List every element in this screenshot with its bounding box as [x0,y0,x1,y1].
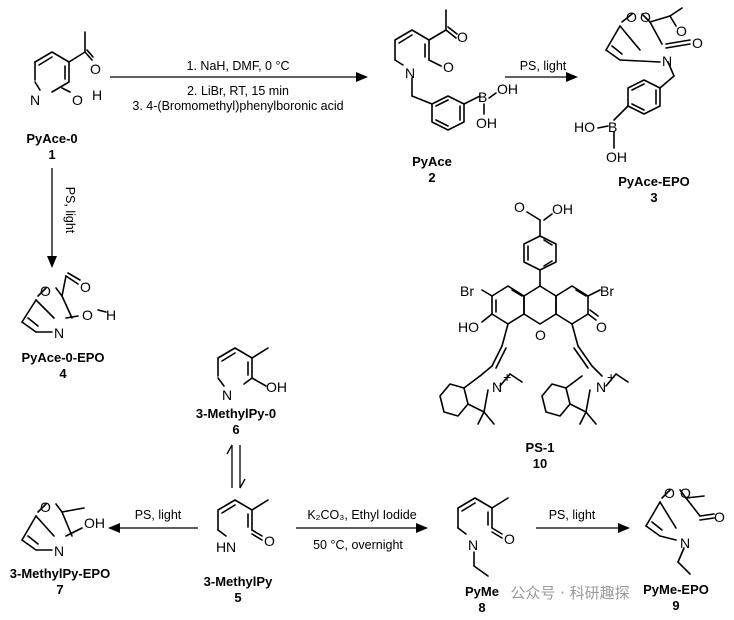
arrow-head [239,478,246,489]
compound-name: PyMe [465,584,499,599]
compound-number: 10 [533,456,547,471]
atom-n: N [30,92,40,108]
compound-number: 4 [59,366,67,381]
atom-ho: HO [574,119,595,135]
arrow-head [47,256,57,268]
atom-o: O [626,9,637,25]
atom-o: O [692,35,703,51]
atom-o: O [443,59,454,75]
compound-name: PS-1 [526,440,555,455]
atom-oh: OH [552,201,573,217]
compound-name: PyAce-0 [26,131,77,146]
compound-number: 6 [232,422,239,437]
arrow-head [416,523,428,533]
charge-plus: + [607,369,615,385]
atom-o: O [676,23,687,39]
condition-text: PS, light [63,187,77,234]
atom-o: O [714,509,725,525]
arrow-head [618,523,630,533]
condition-text: 50 °C, overnight [313,538,403,552]
atom-br: Br [460,283,474,299]
atom-o: O [640,9,651,25]
atom-n: N [54,543,64,559]
atom-o: O [680,485,691,501]
atom-n: N [405,65,415,81]
arrow-head [356,72,368,82]
structure-pyace-epo [597,7,691,149]
condition-text: K₂CO₃, Ethyl Iodide [307,508,416,522]
atom-o: O [514,199,525,215]
atom-b: B [608,119,617,135]
compound-number: 3 [650,190,657,205]
arrow-head [226,444,233,455]
structure-3-methylpy-epo [21,503,85,551]
atom-oh: OH [476,115,497,131]
atom-oh: OH [606,149,627,165]
compound-number: 8 [478,600,485,615]
atom-o: O [80,279,91,295]
atom-o: O [40,499,51,515]
atom-o: O [535,327,546,343]
atom-o: O [664,485,675,501]
compound-number: 7 [56,582,63,597]
atom-h: H [92,87,102,103]
atom-oh: OH [84,515,105,531]
charge-plus: + [503,369,511,385]
atom-o: O [596,319,607,335]
compound-name: PyMe-EPO [643,582,709,597]
compound-name: 3-MethylPy-0 [196,406,276,421]
compound-name: 3-MethylPy [204,574,273,589]
atom-o: O [40,283,51,299]
atom-n: N [662,53,672,69]
atom-n: N [468,537,478,553]
watermark: 公众号 · 科研趣探 [510,584,629,602]
atom-n: N [492,379,502,395]
compound-name: PyAce [412,154,452,169]
condition-text: PS, light [549,508,596,522]
arrow-head [566,72,578,82]
atom-n: N [222,387,232,403]
condition-text: 2. LiBr, RT, 15 min [187,84,289,98]
atom-n: N [596,379,606,395]
atom-o: O [504,531,515,547]
structure-3-methylpy-0 [217,347,269,387]
structure-pyme [457,497,509,577]
atom-oh: OH [497,81,518,97]
structure-pyace-0-epo [21,272,107,333]
structure-pyace-0 [34,31,94,93]
compound-name: 3-MethylPy-EPO [10,566,110,581]
structure-3-methylpy [217,499,269,541]
structure-ps-1 [439,211,629,425]
compound-number: 1 [48,147,55,162]
arrow-head [108,523,120,533]
atom-oh: OH [266,379,287,395]
compound-name: PyAce-0-EPO [21,350,104,365]
atom-o: O [264,533,275,549]
atom-n: N [54,325,64,341]
atom-h: H [106,307,116,323]
atom-o: O [90,61,101,77]
condition-text: 3. 4-(Bromomethyl)phenylboronic acid [132,99,343,113]
atom-ho: HO [458,319,479,335]
atom-h: H [216,539,226,555]
atom-o: O [72,92,83,108]
compound-number: 9 [672,598,679,613]
atom-o: O [82,307,93,323]
atom-o: O [457,29,468,45]
condition-text: 1. NaH, DMF, 0 °C [187,59,290,73]
condition-text: PS, light [135,508,182,522]
compound-number: 5 [234,590,241,605]
structure-pyace [394,9,497,131]
atom-b: B [478,89,487,105]
condition-text: PS, light [520,59,567,73]
atom-n: N [680,535,690,551]
structure-pyme-epo [645,489,715,575]
atom-br: Br [600,283,614,299]
compound-name: PyAce-EPO [618,174,690,189]
atom-n: N [226,539,236,555]
compound-number: 2 [428,170,435,185]
